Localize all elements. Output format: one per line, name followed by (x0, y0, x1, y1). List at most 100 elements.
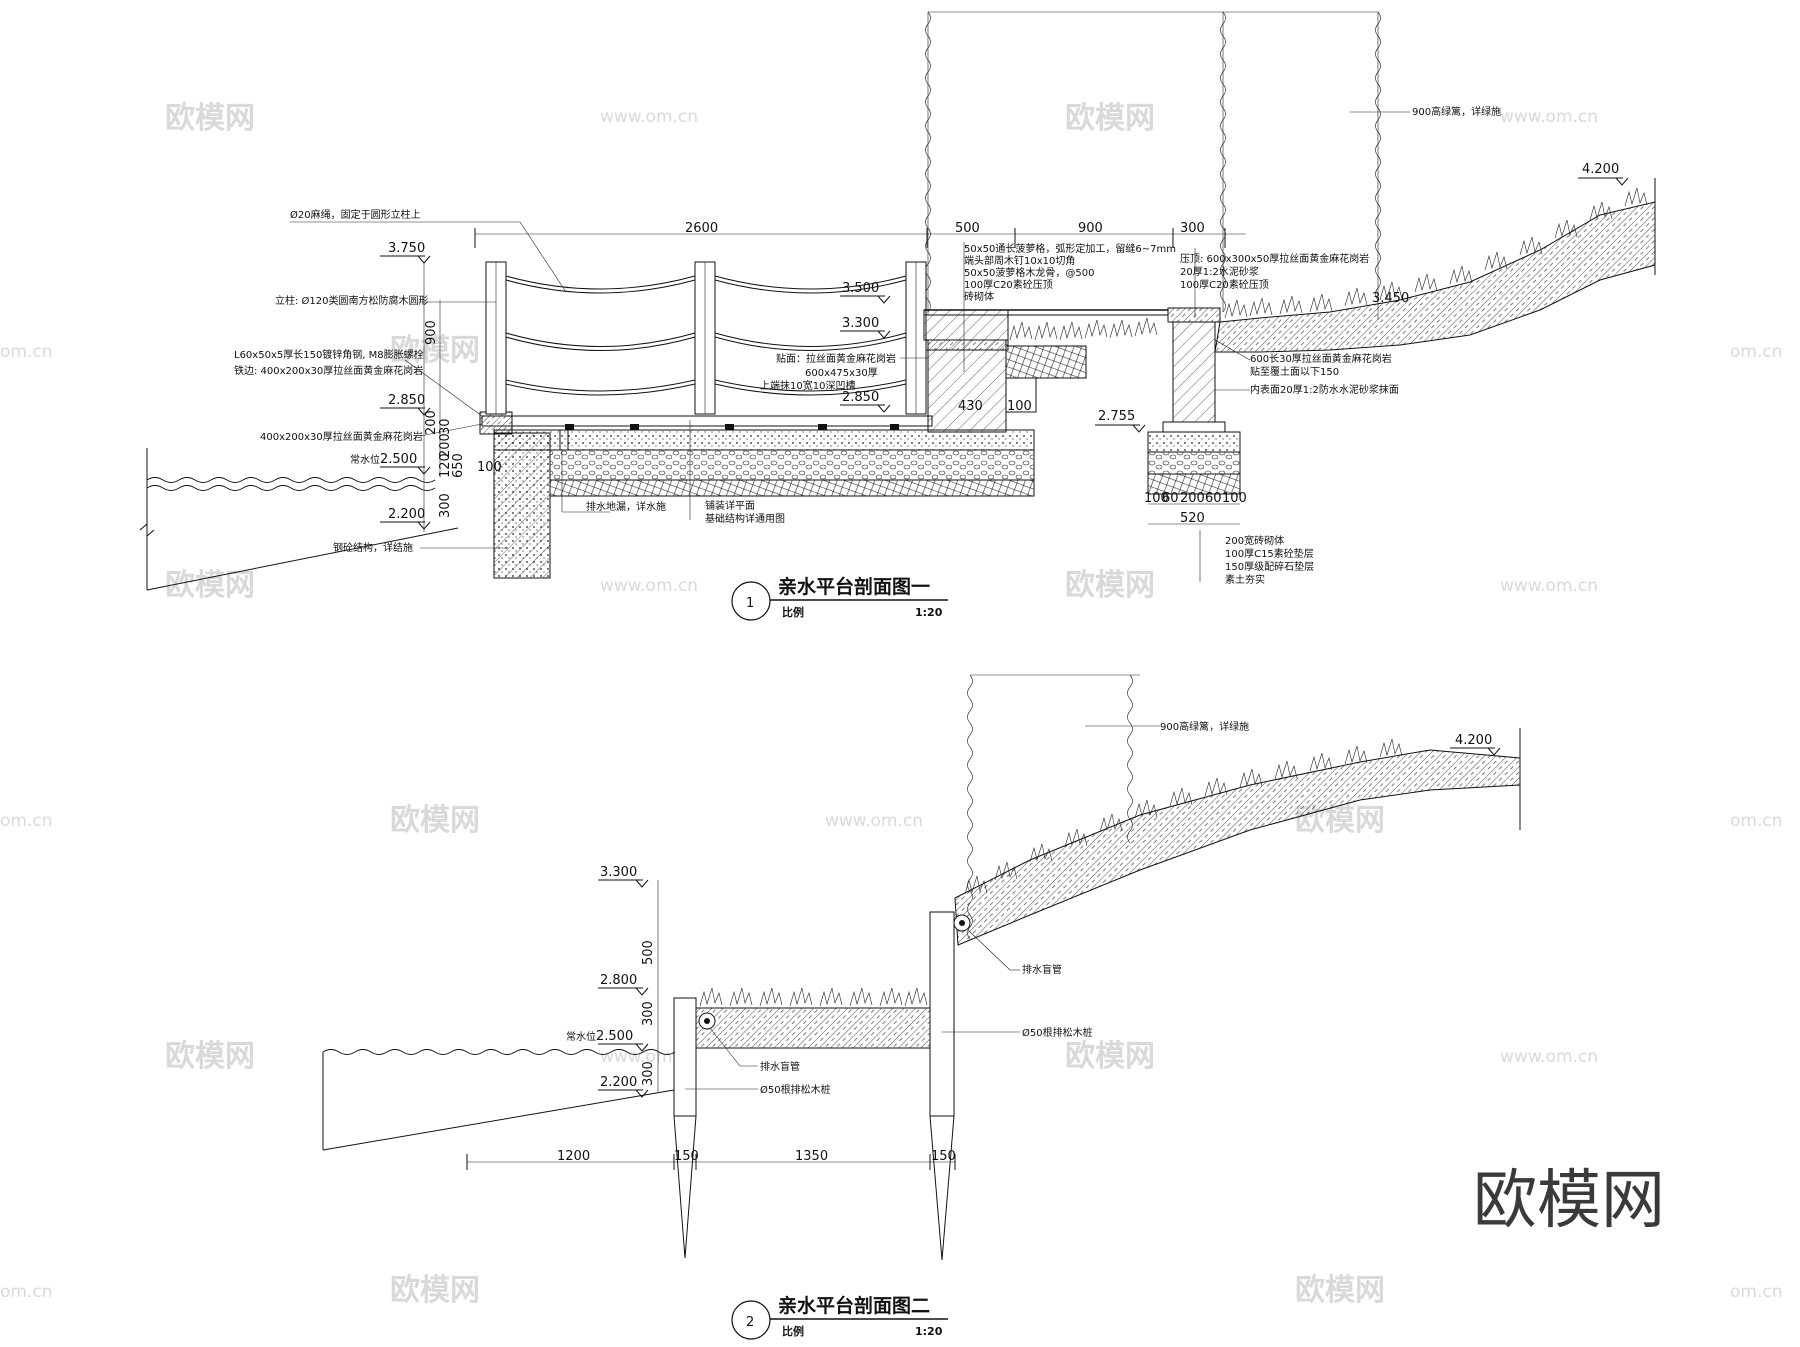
dim-footing-60b: 60 (1205, 491, 1222, 506)
earth-slope (1214, 201, 1656, 353)
note: 钢砼结构，详结施 (333, 541, 413, 554)
platform-slab (493, 429, 1035, 451)
note-drain-2: 排水盲管 (760, 1060, 800, 1073)
timber-pile (673, 997, 697, 1117)
elevation-label: 2.850 (388, 393, 425, 408)
watermark-big: 欧模网 (1473, 1164, 1665, 1238)
elevation-marker: 3.750 (380, 241, 431, 264)
elevation-marker: 2.850 (380, 393, 431, 416)
dim-v-120: 120 (438, 453, 453, 478)
note: 立柱: Ø120类圆南方松防腐木圆形 (275, 294, 429, 307)
rope (714, 379, 907, 392)
dim-v-900: 900 (424, 320, 439, 345)
elevation-marker: 3.300 (598, 865, 649, 888)
dim-900: 900 (1078, 221, 1103, 236)
mid-notes: 50x50通长菠萝格，弧形定加工，留缝6~7mm 端头部周木钉10x10切角 5… (760, 242, 1176, 392)
elevation-label: 4.200 (1455, 733, 1492, 748)
watermark-url: om.cn (1730, 811, 1783, 831)
rope (714, 383, 907, 396)
dim-100: 100 (1007, 399, 1032, 414)
watermark-url: www.om.cn (600, 576, 698, 596)
section-1: 900高绿篱，详绿施 2600 500 900 300 900 200 30 2… (139, 11, 1656, 621)
dim-v-30: 30 (438, 418, 453, 435)
timber-pile (929, 911, 955, 1117)
note: 贴至覆土面以下150 (1250, 365, 1339, 378)
note: 200宽砖砌体 (1225, 534, 1284, 547)
watermark-brand: 欧模网 (1065, 568, 1155, 603)
elevation-label: 3.300 (600, 865, 637, 880)
elevation-marker: 4.200 (1578, 162, 1629, 186)
watermark-layer: 欧模网 www.om.cn 欧模网 www.om.cn om.cn 欧模网 om… (0, 101, 1783, 1308)
dim-v-200b: 200 (438, 433, 453, 458)
title-number: 2 (746, 1315, 754, 1330)
grass (964, 738, 1403, 895)
dim-v-300b: 300 (641, 1061, 656, 1086)
rope (505, 383, 696, 396)
dim-150: 150 (674, 1149, 699, 1164)
section-title: 亲水平台剖面图二 (778, 1294, 930, 1317)
dim-v-300: 300 (641, 1001, 656, 1026)
planter-step (1005, 377, 1037, 413)
watermark-brand: 欧模网 (165, 1039, 255, 1074)
note-pile-2: Ø50根排松木桩 (760, 1083, 831, 1096)
water-surface (146, 477, 436, 483)
footing-soil (1147, 473, 1241, 495)
rope (714, 336, 907, 351)
dim-footing-total: 520 (1180, 511, 1205, 526)
watermark-url: om.cn (0, 342, 53, 362)
elevation-label: 2.850 (842, 390, 879, 405)
note: 400x200x30厚拉丝面黄金麻花岗岩 (260, 430, 423, 443)
rope (505, 279, 696, 294)
title-block-1: 1 亲水平台剖面图一 比例 1:20 (731, 575, 948, 621)
watermark-url: om.cn (0, 1282, 53, 1302)
note-drain: 排水盲管 (1022, 963, 1062, 976)
water-surface (322, 1049, 676, 1055)
watermark-url: www.om.cn (1500, 107, 1598, 127)
note: 600x475x30厚 (805, 367, 878, 379)
elevation-marker: 2.800 (598, 973, 649, 996)
rope (505, 379, 696, 392)
gravel-layer (549, 449, 1035, 481)
leader-line (967, 929, 1011, 971)
note: 铺装详平面 (705, 499, 755, 512)
watermark-url: www.om.cn (825, 811, 923, 831)
dim-1200: 1200 (557, 1149, 590, 1164)
rope (714, 275, 907, 290)
dim-v-650: 650 (451, 453, 466, 478)
elevation-marker: 2.850 (840, 390, 891, 413)
elevation-marker: 常水位 2.500 (566, 1029, 649, 1052)
note-pile: Ø50根排松木桩 (1022, 1026, 1093, 1039)
note: 素土夯实 (1225, 573, 1265, 586)
note: 贴面：拉丝面黄金麻花岗岩 (776, 352, 896, 365)
watermark-brand: 欧模网 (390, 803, 480, 838)
note: 排水地漏，详水施 (586, 500, 666, 513)
bottom-notes: 排水地漏，详水施 铺装详平面 基础结构详通用图 (561, 420, 785, 525)
note: 砖砌体 (964, 290, 994, 303)
dim-500: 500 (955, 221, 980, 236)
note: 端头部周木钉10x10切角 (964, 254, 1075, 267)
leader-line (709, 1027, 741, 1067)
rope (505, 275, 696, 290)
note: 压顶: 600x300x50厚拉丝面黄金麻花岗岩 (1180, 252, 1369, 265)
watermark-brand: 欧模网 (165, 101, 255, 136)
water-label: 常水位 (350, 453, 380, 466)
dim-footing-100b: 100 (1222, 491, 1247, 506)
elevation-label: 3.500 (842, 281, 879, 296)
watermark-url: om.cn (1730, 1282, 1783, 1302)
planter-footing (1162, 421, 1226, 433)
dim-footing-200: 200 (1180, 491, 1205, 506)
title-block-2: 2 亲水平台剖面图二 比例 1:20 (731, 1294, 948, 1340)
watermark-brand: 欧模网 (390, 1273, 480, 1308)
note: 600长30厚拉丝面黄金麻花岗岩 (1250, 352, 1392, 365)
pile-tip (929, 1115, 955, 1261)
hedge-wave (925, 11, 931, 313)
elevation-marker: 2.200 (380, 507, 431, 530)
note: 20厚1:2水泥砂浆 (1180, 265, 1259, 278)
pile-tip (673, 1115, 697, 1259)
note: 100厚C20素砼压顶 (1180, 278, 1269, 291)
elevation-label: 3.300 (842, 316, 879, 331)
decking-board (481, 415, 933, 427)
dim-footing-100: 100 (1144, 491, 1169, 506)
watermark-brand: 欧模网 (390, 333, 480, 368)
hedge-wave (1220, 11, 1226, 313)
